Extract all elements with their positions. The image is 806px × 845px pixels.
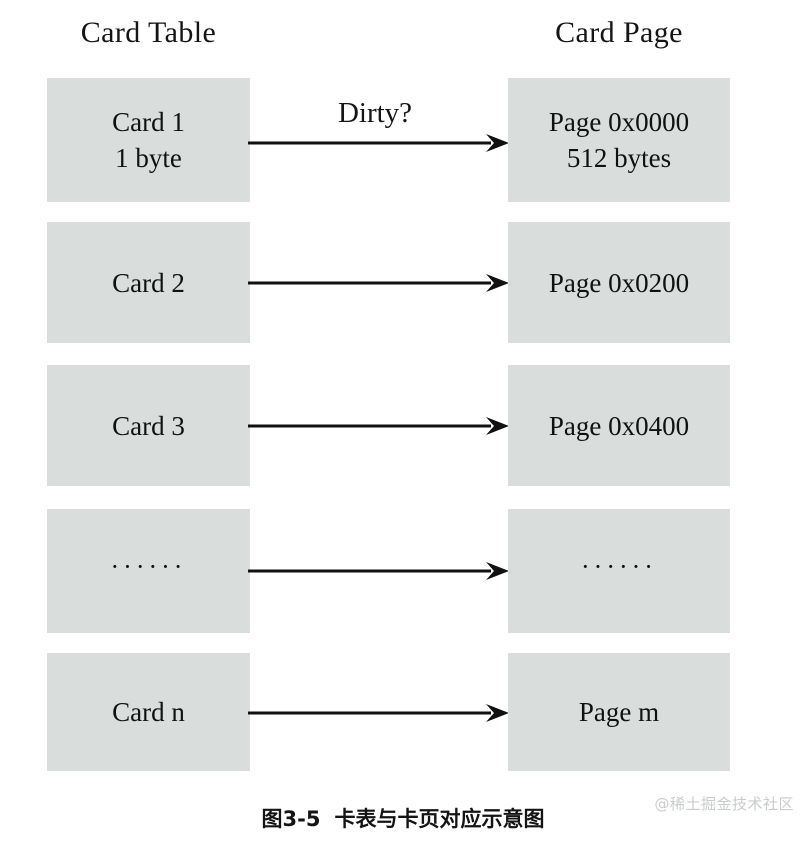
watermark: @稀土掘金技术社区 [654, 795, 794, 813]
maps-to-arrow-4 [248, 560, 510, 582]
card-box-3-line1: Card 3 [112, 410, 185, 441]
card-box-ellipsis-dots: ······ [110, 552, 187, 581]
figure-caption-number: 图3-5 [261, 807, 321, 831]
figure-caption-text: 卡表与卡页对应示意图 [334, 807, 545, 831]
page-box-ellipsis: ······ [508, 509, 730, 633]
card-box-n: Card n [47, 653, 250, 771]
page-box-m: Page m [508, 653, 730, 771]
card-box-n-line1: Card n [112, 697, 185, 727]
page-box-3: Page 0x0400 [508, 365, 730, 486]
card-box-2: Card 2 [47, 222, 250, 343]
maps-to-arrow-5 [248, 702, 510, 724]
page-box-m-line1: Page m [578, 697, 660, 727]
maps-to-arrow-2 [248, 272, 510, 294]
column-header-card-page: Card Page [555, 16, 683, 49]
page-box-2: Page 0x0200 [508, 222, 730, 343]
page-box-3-line1: Page 0x0400 [548, 410, 690, 441]
card-box-1-line2: 1 byte [115, 143, 182, 173]
maps-to-arrow-1 [248, 132, 510, 154]
maps-to-arrow-3 [248, 415, 510, 437]
page-box-1-line1: Page 0x0000 [548, 107, 690, 137]
page-box-ellipsis-dots: ······ [581, 552, 657, 581]
card-box-1-line1: Card 1 [112, 107, 185, 137]
card-box-2-line1: Card 2 [112, 267, 185, 298]
column-header-card-table: Card Table [80, 16, 217, 49]
dirty-edge-label: Dirty? [337, 97, 413, 129]
card-box-3: Card 3 [47, 365, 250, 486]
page-box-2-line1: Page 0x0200 [548, 267, 690, 298]
page-box-1-line2: 512 bytes [566, 143, 672, 173]
card-box-1: Card 1 1 byte [47, 78, 250, 202]
card-box-ellipsis: ······ [47, 509, 250, 633]
figure-caption: 图3-5 卡表与卡页对应示意图 [0, 806, 806, 832]
page-box-1: Page 0x0000 512 bytes [508, 78, 730, 202]
